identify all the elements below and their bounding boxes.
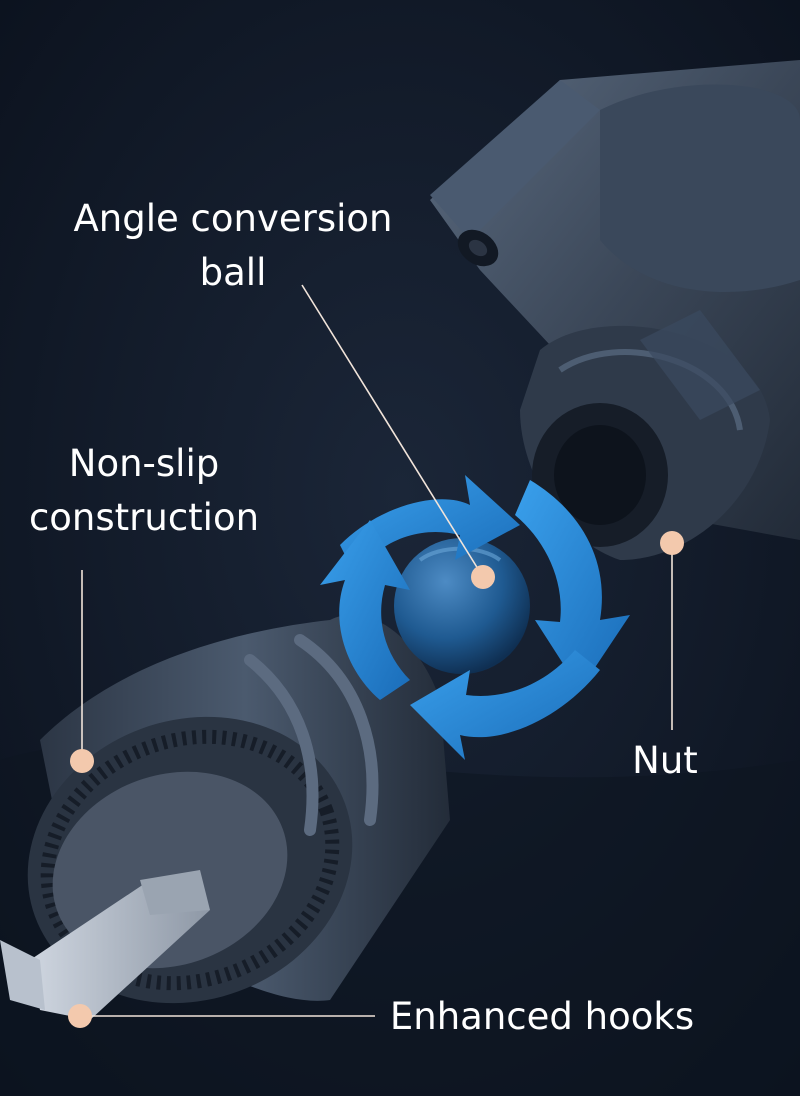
angle-conversion-ball (394, 538, 530, 674)
pointer-dot-nut (660, 531, 684, 555)
pointer-dot-nonslip (70, 749, 94, 773)
callout-nonslip-line2: construction (28, 496, 260, 539)
callout-non-slip-construction: Non-slip construction (22, 437, 266, 545)
rotation-arrows (320, 475, 630, 760)
nut (520, 310, 770, 560)
callout-angle-line1: Angle conversion (73, 197, 393, 240)
pointer-dot-ball (471, 565, 495, 589)
callout-angle-line2: ball (199, 251, 267, 294)
enhanced-hooks (0, 870, 210, 1020)
callout-enhanced-hooks: Enhanced hooks (389, 995, 695, 1038)
callout-angle-conversion-ball: Angle conversion ball (60, 192, 406, 300)
callout-nonslip-line1: Non-slip (68, 442, 220, 485)
leader-lines (81, 284, 673, 1017)
pointer-dot-hooks (68, 1004, 92, 1028)
callout-nut: Nut (632, 739, 698, 782)
pointer-dots (68, 531, 684, 1028)
